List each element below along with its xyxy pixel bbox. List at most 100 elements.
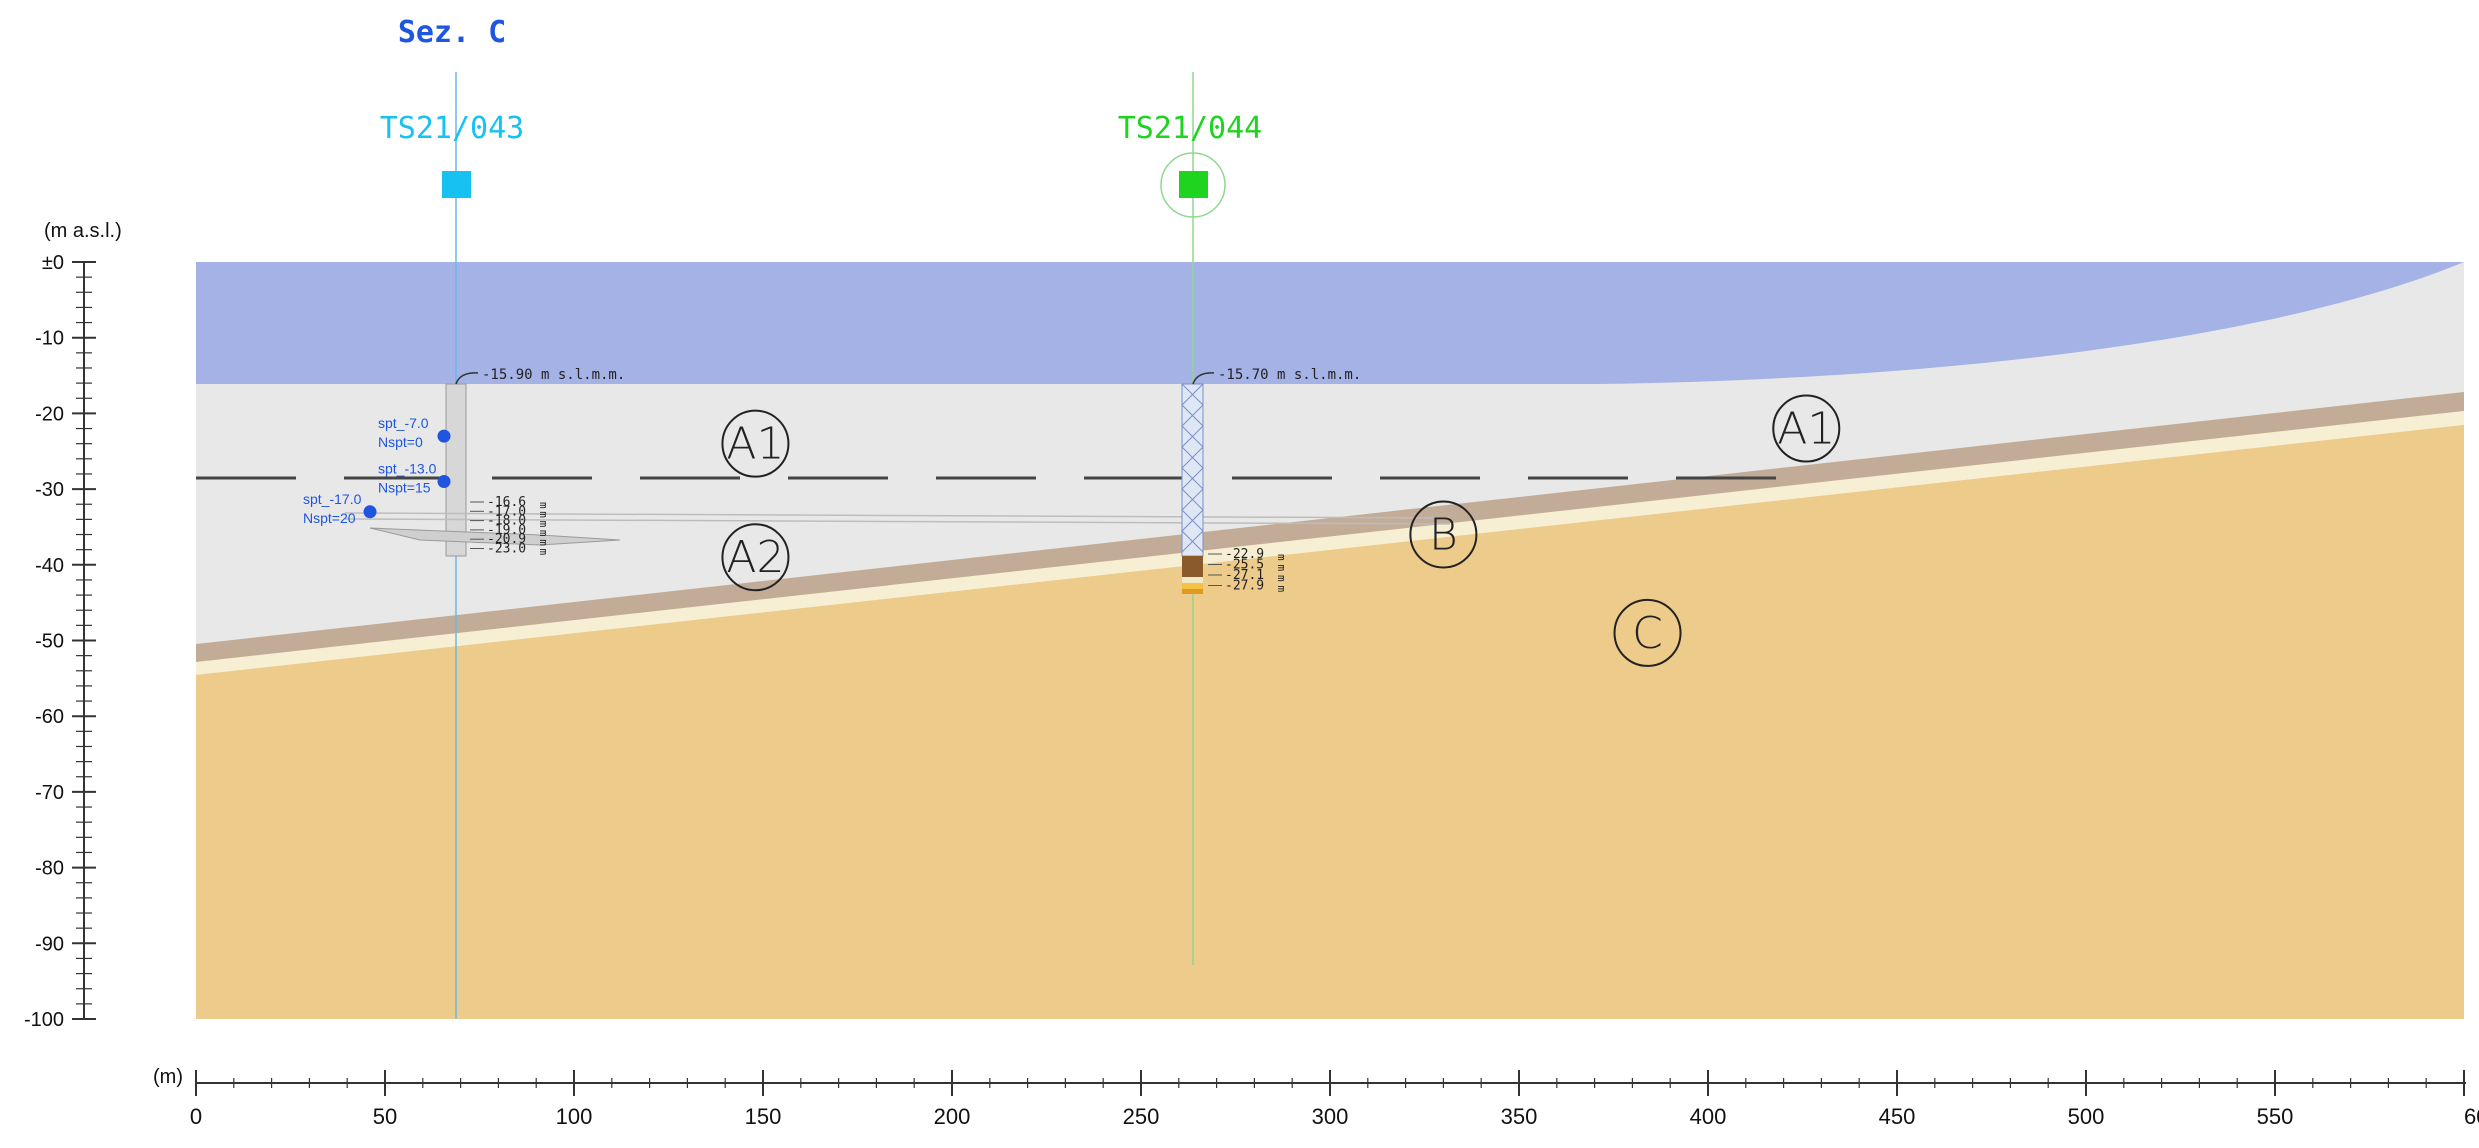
top-level-leader — [1192, 372, 1215, 385]
stratum-b-band — [196, 392, 2464, 662]
y-tick-label: -100 — [24, 1009, 64, 1031]
x-tick-label: 350 — [1501, 1104, 1538, 1129]
level-unit: m — [1275, 554, 1288, 561]
unit-circle — [721, 409, 790, 478]
borehole-ts21-043[interactable]: Sez. C TS21/043 -15.90 m s.l.m.m. — [344, 15, 1451, 1019]
x-tick-label: 400 — [1690, 1104, 1727, 1129]
y-tick-label: -50 — [35, 631, 64, 653]
spt-point — [437, 429, 451, 443]
x-axis: (m) 0 50 100 150 200 250 300 350 400 450 500 550 600 — [153, 1066, 2479, 1129]
x-axis-tick-labels: 0 50 100 150 200 250 300 350 400 450 500 550 600 — [190, 1104, 2479, 1129]
level-unit: m — [537, 549, 550, 556]
level-unit: m — [1275, 565, 1288, 572]
borehole-ts21-044[interactable]: TS21/044 -15.70 m s.l.m.m. — [1118, 72, 1362, 965]
x-axis-ticks — [195, 1070, 2465, 1096]
borehole-marker-icon[interactable] — [442, 171, 471, 198]
top-level-label: -15.90 m s.l.m.m. — [482, 367, 625, 383]
level-value: -19.0 — [487, 523, 526, 538]
y-tick-label: ±0 — [42, 252, 64, 274]
spt-label: spt_-17.0 — [303, 491, 362, 507]
water-body — [196, 262, 2464, 384]
unit-circle — [721, 523, 790, 592]
log-layer-brown — [1182, 556, 1203, 577]
level-value: -20.9 — [487, 532, 526, 547]
unit-circle — [1409, 500, 1478, 569]
unit-circle — [1772, 394, 1841, 463]
y-axis: (m a.s.l.) ±0 -10 -20 -30 -40 -50 -60 -70 -80 -90… — [24, 220, 122, 1031]
top-level-label: -15.70 m s.l.m.m. — [1218, 367, 1361, 383]
y-tick-label: -40 — [35, 555, 64, 577]
borehole-marker-icon[interactable] — [1179, 171, 1208, 198]
borehole-log-crosshatch — [1181, 383, 1204, 553]
section-title: Sez. C — [398, 15, 506, 50]
x-tick-label: 550 — [2257, 1104, 2294, 1129]
level-unit: m — [537, 521, 550, 528]
borehole-id-label: TS21/044 — [1118, 111, 1263, 146]
x-tick-label: 300 — [1312, 1104, 1349, 1129]
level-value: -17.0 — [487, 504, 526, 519]
x-tick-label: 600 — [2464, 1104, 2479, 1129]
y-axis-tick-labels: ±0 -10 -20 -30 -40 -50 -60 -70 -80 -90 -100 — [24, 252, 64, 1031]
thin-layer-line — [344, 512, 1451, 519]
y-tick-label: -10 — [35, 328, 64, 350]
top-level-leader — [455, 372, 479, 385]
level-unit: m — [537, 539, 550, 546]
y-tick-label: -60 — [35, 706, 64, 728]
strata-layers — [196, 262, 2464, 1019]
level-value: -27.9 — [1225, 579, 1264, 594]
unit-label: C — [1632, 608, 1663, 659]
stratum-b-light-band-top — [196, 411, 2464, 675]
x-tick-label: 500 — [2068, 1104, 2105, 1129]
level-unit: m — [537, 502, 550, 509]
borehole-id-label: TS21/043 — [380, 111, 525, 146]
spt-nspt-label: Nspt=0 — [378, 434, 423, 450]
borehole-ring-icon — [1160, 152, 1226, 218]
level-unit: m — [1275, 575, 1288, 582]
thin-layer-line-2 — [344, 518, 1451, 525]
spt-point — [363, 505, 377, 519]
log-layer-yellow — [1182, 583, 1203, 589]
x-tick-label: 0 — [190, 1104, 202, 1129]
spt-label: spt_-7.0 — [378, 415, 429, 431]
y-tick-label: -90 — [35, 933, 64, 955]
log-layer-cream — [1182, 577, 1203, 583]
borehole-levels-ts21-044: -22.9 m -25.5 m -27.1 m -27.9 m — [1208, 547, 1288, 594]
x-tick-label: 100 — [556, 1104, 593, 1129]
level-unit: m — [1275, 586, 1288, 593]
unit-label: A1 — [726, 419, 784, 470]
level-value: -16.6 — [487, 495, 526, 510]
level-value: -22.9 — [1225, 547, 1264, 562]
level-value: -18.0 — [487, 514, 526, 529]
y-tick-label: -20 — [35, 403, 64, 425]
level-value: -27.1 — [1225, 568, 1264, 583]
y-axis-unit-label: (m a.s.l.) — [44, 220, 122, 242]
x-axis-unit-label: (m) — [153, 1066, 183, 1088]
spt-label: spt_-13.0 — [378, 461, 437, 477]
x-tick-label: 450 — [1879, 1104, 1916, 1129]
x-tick-label: 250 — [1123, 1104, 1160, 1129]
spt-nspt-label: Nspt=15 — [378, 480, 431, 496]
x-tick-label: 150 — [745, 1104, 782, 1129]
spt-nspt-label: Nspt=20 — [303, 510, 356, 526]
y-tick-label: -70 — [35, 782, 64, 804]
level-unit: m — [537, 511, 550, 518]
x-tick-label: 50 — [373, 1104, 397, 1129]
hatched-lens — [369, 527, 621, 546]
y-tick-label: -80 — [35, 858, 64, 880]
unit-label: A2 — [726, 532, 784, 583]
y-tick-label: -30 — [35, 479, 64, 501]
x-tick-label: 200 — [934, 1104, 971, 1129]
borehole-log-column — [1181, 383, 1204, 557]
spt-point — [437, 475, 451, 489]
unit-circle — [1613, 598, 1682, 667]
level-unit: m — [537, 530, 550, 537]
unit-label: B — [1429, 510, 1458, 561]
level-value: -25.5 — [1225, 558, 1264, 573]
y-axis-minor-ticks — [72, 261, 96, 1020]
unit-label: A1 — [1777, 404, 1835, 455]
stratum-c-top — [196, 425, 2464, 1019]
